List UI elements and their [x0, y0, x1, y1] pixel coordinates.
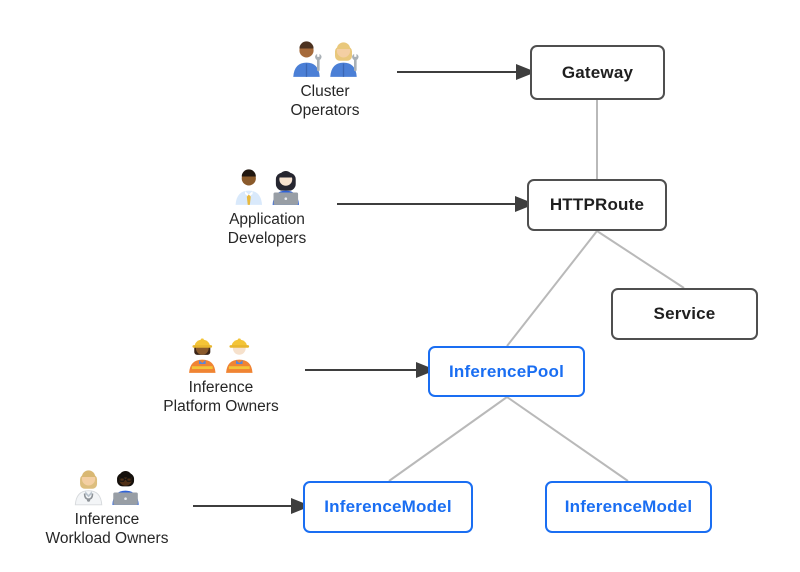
persona-cluster-operators: Cluster Operators — [290, 36, 361, 121]
edge-inferencepool-inferencemodel-a — [388, 396, 508, 482]
httproute-node-label: HTTPRoute — [549, 195, 645, 214]
man-technologist-icon — [112, 471, 139, 505]
persona-label-line: Inference — [188, 379, 254, 396]
woman-technologist-icon — [272, 171, 299, 205]
inferencepool-node: InferencePool — [428, 346, 585, 397]
service-node-label: Service — [653, 304, 716, 323]
persona-label-line: Operators — [290, 101, 360, 119]
woman-mechanic-icon — [330, 42, 359, 77]
gateway-node-label: Gateway — [561, 62, 634, 82]
service-node: Service — [611, 288, 758, 340]
woman-construction-worker-icon — [189, 338, 216, 373]
man-mechanic-icon — [293, 41, 322, 77]
gateway-node: Gateway — [530, 45, 665, 100]
man-construction-worker-icon — [226, 338, 253, 373]
httproute-node: HTTPRoute — [527, 179, 667, 231]
inferencemodel-node-left: InferenceModel — [303, 481, 473, 533]
edge-httproute-service — [596, 230, 685, 289]
persona-label-line: Application — [229, 211, 305, 228]
persona-inference-platform-owners: Inference Platform Owners — [163, 332, 279, 417]
inferencepool-node-label: InferencePool — [448, 361, 565, 381]
health-worker-icon — [74, 470, 103, 506]
inferencemodel-node-label: InferenceModel — [324, 497, 452, 516]
persona-label-line: Cluster — [300, 83, 350, 100]
man-office-worker-icon — [235, 169, 262, 205]
inferencemodel-node-label: InferenceModel — [564, 497, 693, 516]
edge-httproute-inferencepool — [506, 230, 598, 347]
persona-label-line: Inference — [74, 511, 140, 528]
persona-application-developers: Application Developers — [228, 164, 306, 249]
persona-label-line: Developers — [227, 229, 307, 247]
edge-inferencepool-inferencemodel-b — [506, 396, 629, 482]
persona-label-line: Workload Owners — [45, 529, 169, 547]
inferencemodel-node-right: InferenceModel — [545, 481, 712, 533]
persona-label-line: Platform Owners — [163, 397, 279, 415]
persona-inference-workload-owners: Inference Workload Owners — [45, 464, 169, 549]
